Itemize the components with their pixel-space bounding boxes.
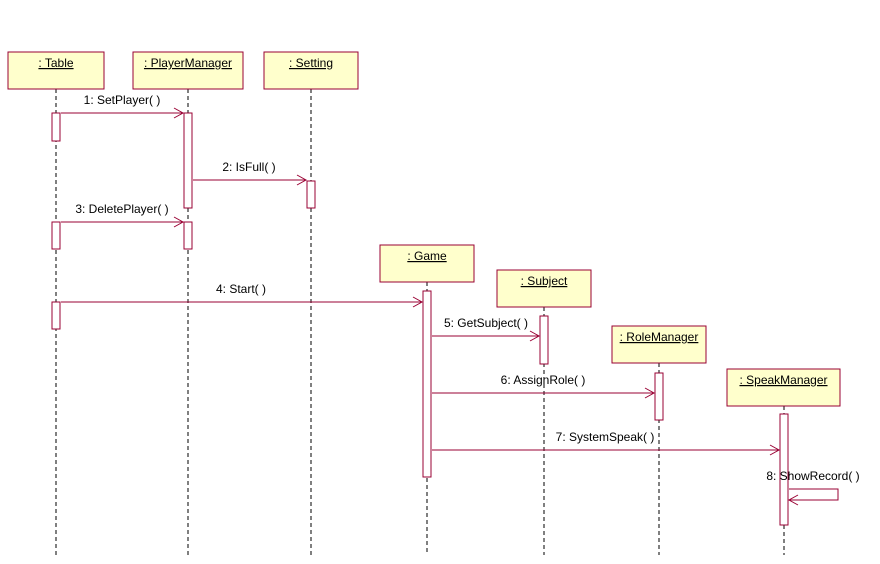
object-table: : Table — [7, 51, 105, 90]
activation-bar-playermanager — [183, 112, 193, 209]
message-arrowhead — [173, 107, 185, 119]
object-rolemanager: : RoleManager — [611, 325, 707, 364]
message-arrowhead — [173, 216, 185, 228]
object-label-game: : Game — [407, 249, 447, 263]
message-m5: 5: GetSubject( ) — [432, 316, 541, 342]
messages: 1: SetPlayer( ) 2: IsFull( ) 3: DeletePlay… — [61, 93, 860, 506]
object-box-playermanager — [132, 51, 244, 90]
object-box-rolemanager — [611, 325, 707, 364]
object-speakmanager: : SpeakManager — [726, 368, 841, 407]
activation-bar-table — [51, 221, 61, 250]
activation-bar-rolemanager — [654, 372, 664, 421]
activation-bar-table — [51, 301, 61, 330]
activation-bar-subject — [539, 315, 549, 365]
activation-bars — [51, 112, 789, 526]
activation-bar-game — [422, 290, 432, 478]
object-label-subject: : Subject — [521, 274, 568, 288]
object-label-setting: : Setting — [289, 56, 333, 70]
message-arrowhead — [769, 444, 781, 456]
message-m3: 3: DeletePlayer( ) — [61, 202, 185, 228]
message-arrowhead — [787, 494, 799, 506]
message-m7: 7: SystemSpeak( ) — [432, 430, 781, 456]
lifelines — [55, 89, 785, 555]
message-m4: 4: Start( ) — [61, 282, 424, 308]
activation-bar-setting — [306, 180, 316, 209]
message-label: 8: ShowRecord( ) — [766, 469, 859, 483]
object-setting: : Setting — [263, 51, 359, 90]
object-label-speakmanager: : SpeakManager — [739, 373, 827, 387]
object-box-table — [7, 51, 105, 90]
message-label: 7: SystemSpeak( ) — [556, 430, 655, 444]
object-playermanager: : PlayerManager — [132, 51, 244, 90]
message-label: 4: Start( ) — [216, 282, 266, 296]
message-label: 3: DeletePlayer( ) — [75, 202, 168, 216]
message-arrowhead — [529, 330, 541, 342]
object-box-setting — [263, 51, 359, 90]
object-box-speakmanager — [726, 368, 841, 407]
message-label: 1: SetPlayer( ) — [84, 93, 161, 107]
object-box-game — [379, 244, 475, 283]
message-m1: 1: SetPlayer( ) — [61, 93, 185, 119]
message-m2: 2: IsFull( ) — [193, 160, 308, 186]
message-label: 5: GetSubject( ) — [444, 316, 528, 330]
object-label-playermanager: : PlayerManager — [144, 56, 232, 70]
message-label: 2: IsFull( ) — [222, 160, 275, 174]
message-arrowhead — [412, 296, 424, 308]
object-box-subject — [496, 269, 592, 308]
object-game: : Game — [379, 244, 475, 283]
message-arrow-line — [789, 488, 839, 501]
activation-bar-speakmanager — [779, 413, 789, 526]
object-label-rolemanager: : RoleManager — [620, 330, 699, 344]
message-arrowhead — [644, 387, 656, 399]
message-arrowhead — [296, 174, 308, 186]
message-label: 6: AssignRole( ) — [501, 373, 586, 387]
message-m6: 6: AssignRole( ) — [432, 373, 656, 399]
object-label-table: : Table — [38, 56, 73, 70]
activation-bar-playermanager — [183, 221, 193, 250]
object-subject: : Subject — [496, 269, 592, 308]
message-m8: 8: ShowRecord( ) — [766, 469, 860, 506]
activation-bar-table — [51, 112, 61, 142]
object-boxes: : Table : PlayerManager : Setting : Game : S… — [7, 51, 841, 407]
